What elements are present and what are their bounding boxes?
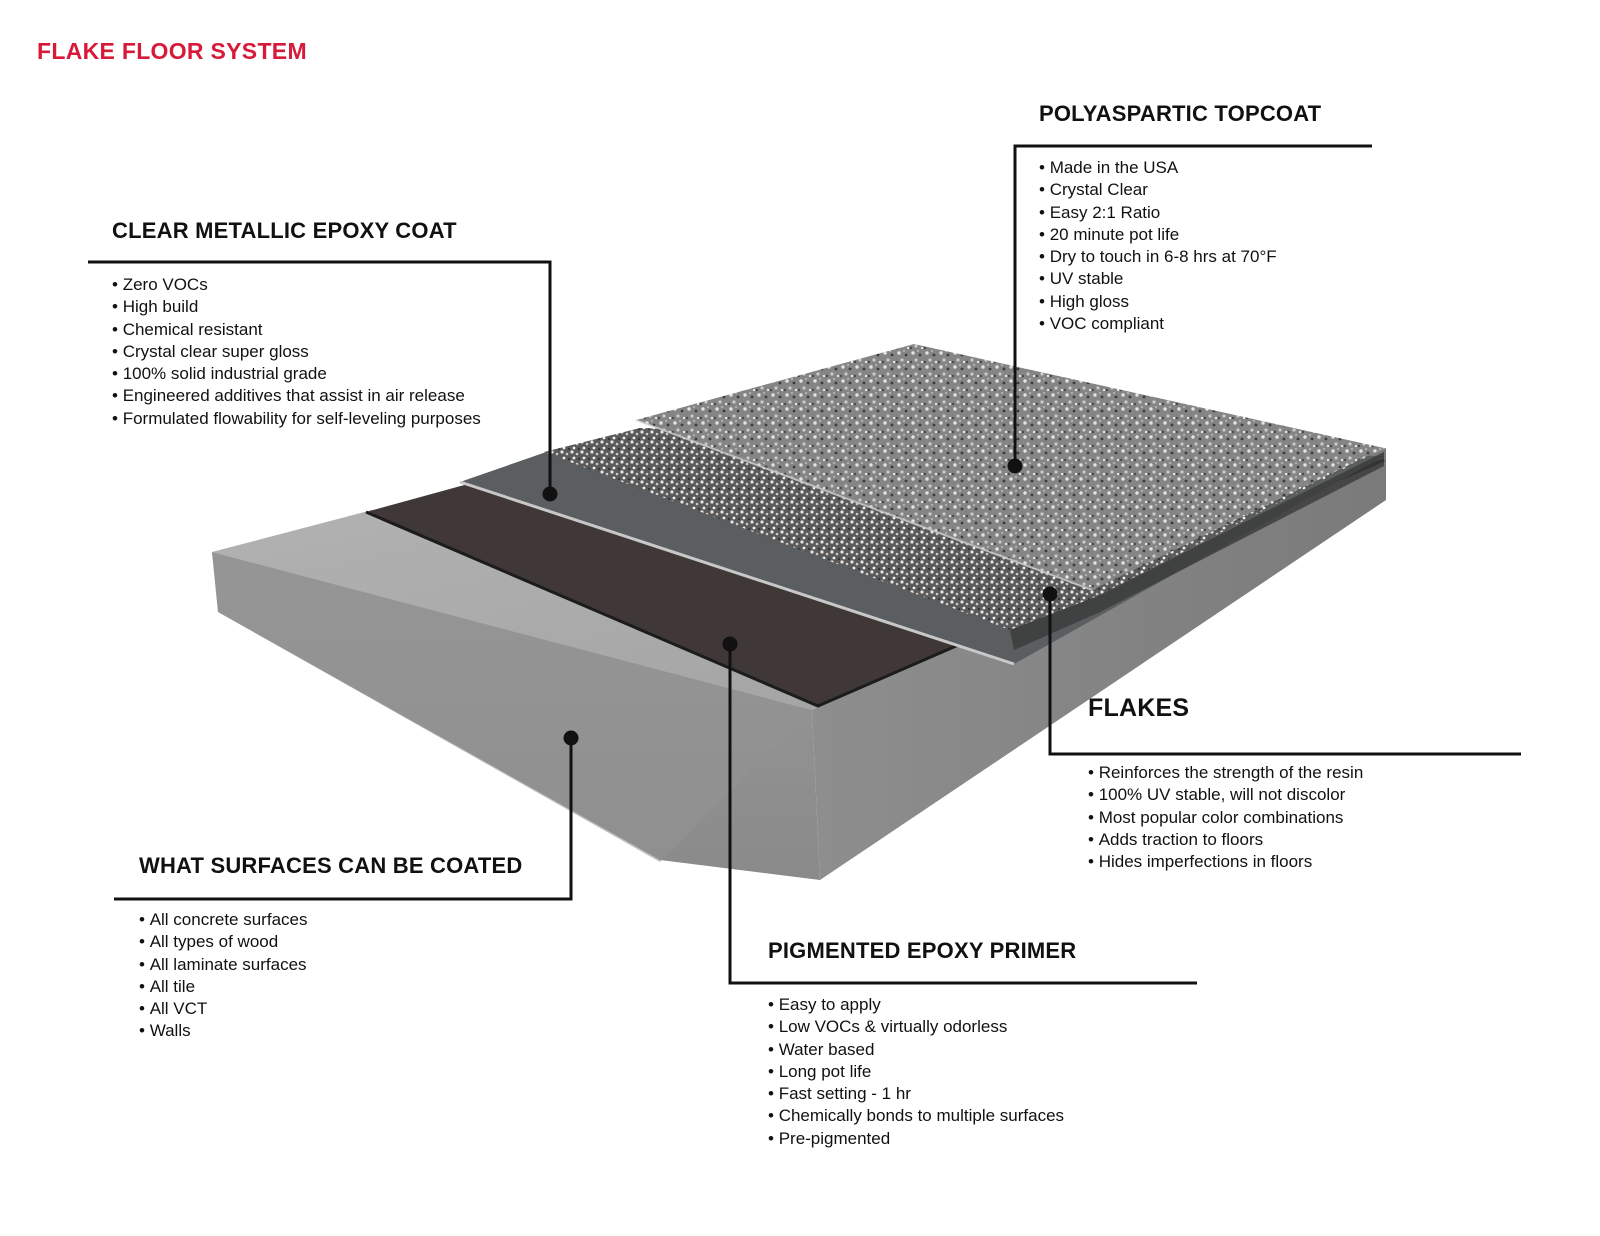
dot-flakes [1042, 586, 1058, 602]
callout-heading: PIGMENTED EPOXY PRIMER [768, 938, 1077, 963]
dot-primer [722, 636, 738, 652]
callout-heading: CLEAR METALLIC EPOXY COAT [112, 218, 457, 243]
list-item: High gloss [1039, 291, 1277, 313]
list-item: Pre-pigmented [768, 1128, 1064, 1150]
list-item: 100% solid industrial grade [112, 363, 481, 385]
list-item: Adds traction to floors [1088, 829, 1363, 851]
list-item: All tile [139, 976, 307, 998]
list-item: Easy 2:1 Ratio [1039, 202, 1277, 224]
bullet-list: Easy to apply Low VOCs & virtually odorl… [768, 994, 1064, 1150]
page-title: FLAKE FLOOR SYSTEM [37, 38, 307, 64]
callout-heading: WHAT SURFACES CAN BE COATED [139, 853, 523, 878]
list-item: Water based [768, 1039, 1064, 1061]
list-item: Chemical resistant [112, 319, 481, 341]
list-item: All VCT [139, 998, 307, 1020]
list-item: All concrete surfaces [139, 909, 308, 931]
leader-surfaces [114, 738, 573, 901]
list-item: Hides imperfections in floors [1088, 851, 1363, 873]
list-item: All types of wood [139, 931, 307, 953]
callout-heading: POLYASPARTIC TOPCOAT [1039, 101, 1322, 126]
bullet-list: Zero VOCs High build Chemical resistant … [112, 274, 481, 430]
concrete-side [812, 448, 1386, 880]
callout-heading: FLAKES [1088, 694, 1190, 722]
list-item: Made in the USA [1039, 157, 1277, 179]
list-item: All laminate surfaces [139, 954, 307, 976]
dot-surfaces [563, 730, 579, 746]
leader-clear-coat [88, 260, 552, 494]
leader-dots [542, 458, 1058, 746]
dot-clear-coat [542, 486, 558, 502]
list-item: Walls [139, 1020, 307, 1042]
leader-topcoat [1013, 144, 1372, 466]
leader-primer [728, 644, 1197, 985]
list-item: Formulated flowability for self-leveling… [112, 408, 481, 430]
leader-flakes [1048, 594, 1521, 756]
bullet-list: All concrete surfaces All types of wood … [139, 909, 308, 1043]
leader-lines [88, 144, 1521, 985]
dot-topcoat [1007, 458, 1023, 474]
bullet-list: Reinforces the strength of the resin 100… [1088, 762, 1364, 873]
list-item: Most popular color combinations [1088, 807, 1363, 829]
list-item: Fast setting - 1 hr [768, 1083, 1064, 1105]
list-item: Zero VOCs [112, 274, 481, 296]
list-item: 100% UV stable, will not discolor [1088, 784, 1363, 806]
list-item: Dry to touch in 6-8 hrs at 70°F [1039, 246, 1277, 268]
list-item: VOC compliant [1039, 313, 1277, 335]
list-item: Reinforces the strength of the resin [1088, 762, 1364, 784]
list-item: Easy to apply [768, 994, 1064, 1016]
list-item: 20 minute pot life [1039, 224, 1277, 246]
list-item: UV stable [1039, 268, 1277, 290]
list-item: Long pot life [768, 1061, 1064, 1083]
list-item: Low VOCs & virtually odorless [768, 1016, 1064, 1038]
list-item: Engineered additives that assist in air … [112, 385, 481, 407]
list-item: High build [112, 296, 481, 318]
list-item: Crystal clear super gloss [112, 341, 481, 363]
list-item: Crystal Clear [1039, 179, 1277, 201]
list-item: Chemically bonds to multiple surfaces [768, 1105, 1064, 1127]
bullet-list: Made in the USA Crystal Clear Easy 2:1 R… [1039, 157, 1277, 335]
